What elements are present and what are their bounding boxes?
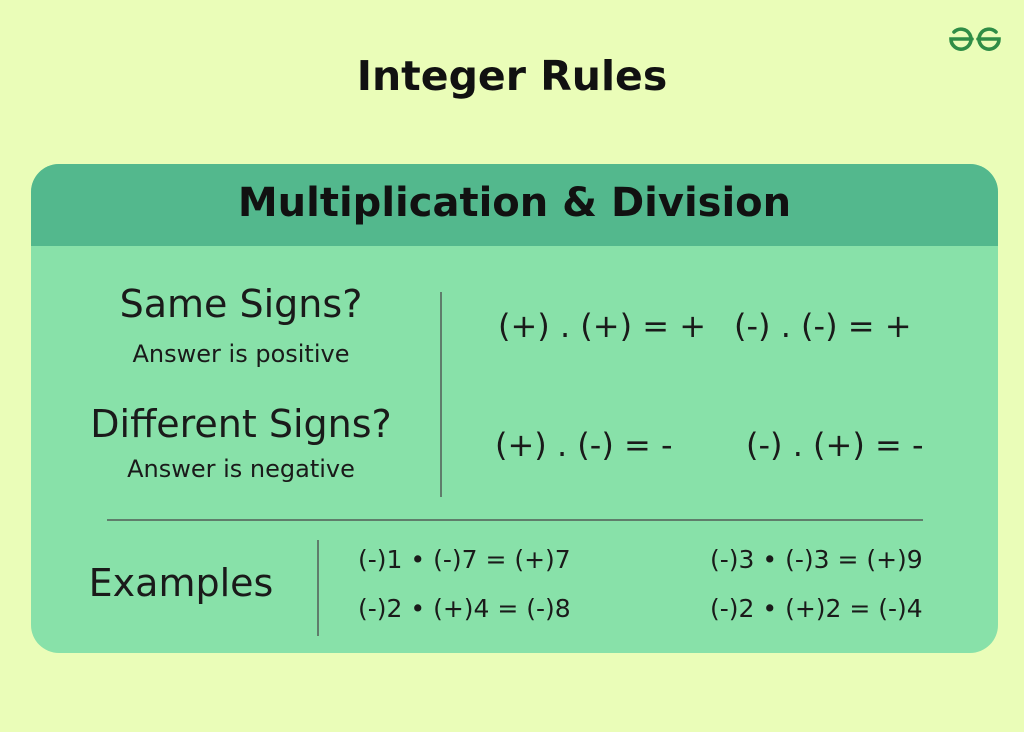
vertical-divider-rules: [440, 292, 442, 497]
same-signs-rule-2: (-) . (-) = +: [734, 307, 912, 345]
card-header-title: Multiplication & Division: [237, 180, 792, 226]
horizontal-divider: [107, 519, 923, 521]
example-item: (-)3 • (-)3 = (+)9: [710, 545, 923, 574]
page-title: Integer Rules: [356, 52, 668, 100]
same-signs-rule-1: (+) . (+) = +: [498, 307, 707, 345]
same-signs-heading: Same Signs?: [119, 282, 363, 326]
rules-card: Multiplication & Division Same Signs? An…: [31, 164, 998, 653]
card-header: Multiplication & Division: [31, 164, 998, 246]
examples-label: Examples: [88, 561, 274, 605]
example-item: (-)2 • (+)2 = (-)4: [710, 594, 923, 623]
geeksforgeeks-logo-icon: [949, 27, 1001, 51]
example-item: (-)1 • (-)7 = (+)7: [358, 545, 571, 574]
different-signs-heading: Different Signs?: [90, 402, 392, 446]
different-signs-rule-1: (+) . (-) = -: [495, 426, 673, 464]
vertical-divider-examples: [317, 540, 319, 636]
example-item: (-)2 • (+)4 = (-)8: [358, 594, 571, 623]
same-signs-subtext: Answer is positive: [132, 340, 350, 368]
different-signs-rule-2: (-) . (+) = -: [746, 426, 924, 464]
different-signs-subtext: Answer is negative: [127, 455, 355, 483]
